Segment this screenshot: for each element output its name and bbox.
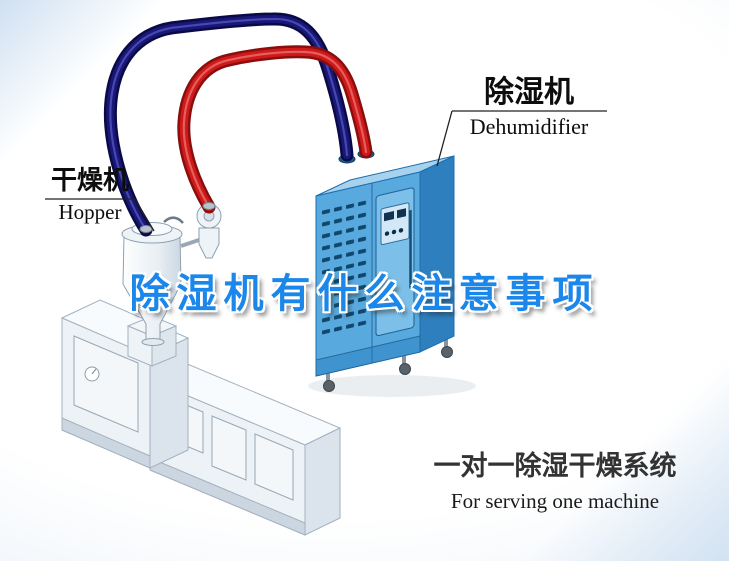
- system-caption-en: For serving one machine: [450, 489, 660, 513]
- display-right: [397, 208, 406, 219]
- supply-hose-sheen: [182, 50, 368, 209]
- extruder-door-2: [211, 415, 247, 481]
- dehumidifier-callout-zh: 除湿机: [484, 76, 574, 109]
- hopper-callout-en: Hopper: [58, 200, 122, 224]
- extruder-door-3: [254, 433, 294, 501]
- hopper-callout-zh: 干燥机: [50, 165, 129, 195]
- dehumidifier-pointer-line: [436, 110, 453, 167]
- dehumidifier-side: [419, 155, 455, 353]
- gearbox-door: [73, 335, 139, 433]
- hose-clamp-blower: [202, 202, 216, 210]
- dehumidifier-callout: 除湿机 Dehumidifier: [450, 76, 608, 140]
- system-caption: 一对一除湿干燥系统 For serving one machine: [405, 450, 705, 514]
- gearbox-base-band: [61, 417, 151, 469]
- display-left: [384, 210, 394, 222]
- hopper-illustration: [121, 203, 222, 346]
- cyclone-bracket: [180, 238, 200, 248]
- extruder-illustration: [60, 299, 342, 536]
- page-title: 除湿机有什么注意事项: [129, 272, 600, 316]
- lid-clamp-handle: [163, 216, 184, 224]
- panel-button-1: [384, 231, 390, 236]
- air-hoses: [103, 12, 373, 237]
- extruder-body-end: [304, 427, 341, 536]
- system-caption-zh: 一对一除湿干燥系统: [433, 451, 677, 481]
- kick-plate: [315, 335, 421, 377]
- hopper-flange: [141, 338, 165, 346]
- return-hose-sheen: [109, 17, 349, 232]
- dehumidifier-illustration: [308, 149, 476, 397]
- cyclone-body: [198, 227, 220, 259]
- hose-clamp-hopper: [139, 225, 153, 233]
- panel-button-3: [398, 228, 404, 233]
- panel-button-2: [391, 229, 397, 235]
- hopper-pointer-line: [134, 198, 155, 232]
- dehumidifier-callout-en: Dehumidifier: [469, 114, 589, 139]
- callout-lines: [45, 110, 607, 232]
- floor-shadow: [308, 375, 476, 397]
- vent-grille: [322, 199, 370, 335]
- hopper-callout: 干燥机 Hopper: [42, 164, 138, 224]
- caster-wheels: [323, 338, 453, 392]
- dehumidifier-front-details: [315, 182, 421, 377]
